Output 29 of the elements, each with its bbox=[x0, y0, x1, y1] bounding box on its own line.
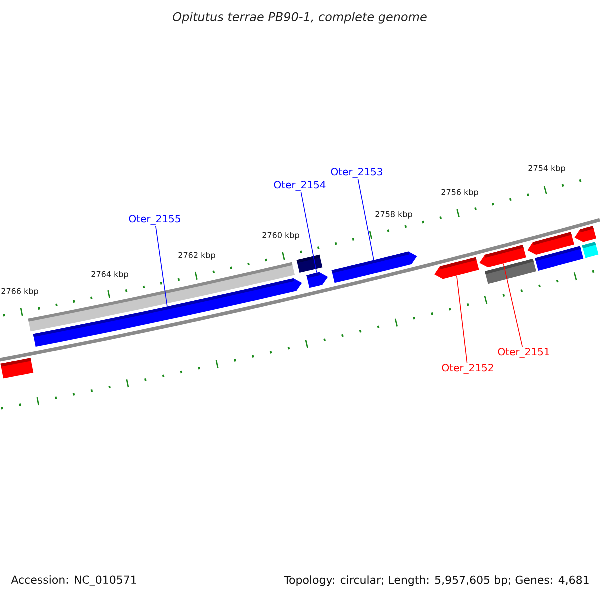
gene-bar bbox=[332, 252, 418, 284]
leader-line bbox=[358, 178, 374, 261]
gene-label: Oter_2155 bbox=[129, 215, 180, 225]
gene-bar bbox=[434, 257, 480, 280]
gene-label: Oter_2152 bbox=[442, 364, 494, 374]
gene-bar bbox=[296, 254, 323, 273]
tick-label: 2766 kbp bbox=[2, 288, 38, 296]
footer-text: Accession: NC_010571 bbox=[11, 576, 136, 586]
gene-bar bbox=[0, 358, 34, 379]
tick-label: 2754 kbp bbox=[528, 165, 566, 173]
gene-label: Oter_2154 bbox=[274, 181, 326, 191]
tick-label: 2758 kbp bbox=[376, 211, 412, 219]
footer-text: Topology: circular; Length: 5,957,605 bp; Genes: 4,681 bbox=[284, 576, 589, 586]
leader-line bbox=[300, 192, 318, 274]
gene-label: Oter_2153 bbox=[331, 168, 382, 178]
gene-bar bbox=[582, 242, 599, 258]
gene-bar bbox=[574, 226, 597, 242]
tick-label: 2762 kbp bbox=[178, 252, 216, 260]
title: Opitutus terrae PB90-1, complete genome bbox=[173, 12, 427, 24]
leader-line bbox=[155, 226, 168, 307]
tick-label: 2764 kbp bbox=[92, 271, 128, 279]
leader-line bbox=[503, 263, 524, 348]
gene-label: Oter_2151 bbox=[498, 348, 550, 358]
gene-bar bbox=[485, 258, 536, 284]
tick-label: 2756 kbp bbox=[442, 189, 478, 197]
gene-bar bbox=[306, 272, 328, 288]
gene-bar bbox=[535, 246, 584, 271]
tick-label: 2760 kbp bbox=[262, 232, 300, 240]
leader-line bbox=[456, 276, 468, 364]
